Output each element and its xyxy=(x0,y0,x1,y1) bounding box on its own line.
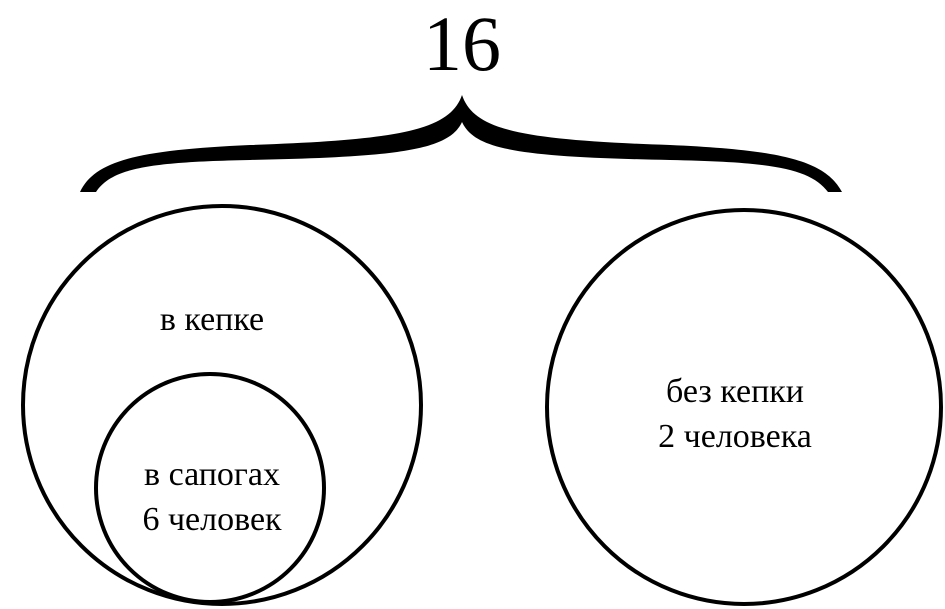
circle-with-cap xyxy=(21,204,423,606)
label-with-cap: в кепке xyxy=(160,301,264,338)
label-with-boots: в сапогах xyxy=(144,456,280,493)
label-without-cap-count: 2 человека xyxy=(658,418,812,455)
curly-brace xyxy=(80,95,842,192)
label-without-cap: без кепки xyxy=(666,373,804,410)
circle-with-boots xyxy=(94,372,326,604)
total-count: 16 xyxy=(423,0,501,87)
label-with-boots-count: 6 человек xyxy=(142,501,282,538)
circle-without-cap xyxy=(545,208,943,606)
